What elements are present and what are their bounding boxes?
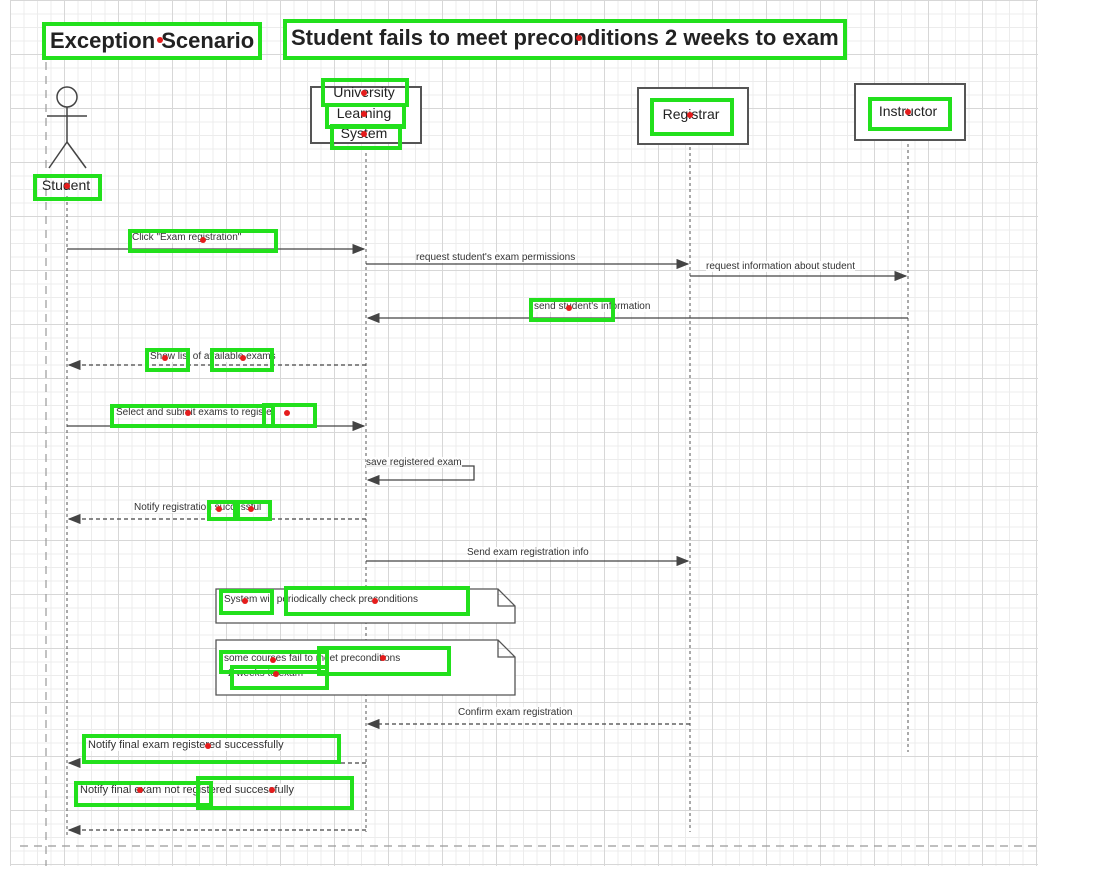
marker-dot-registrar: [687, 112, 693, 118]
marker-dot-msg6a: [185, 410, 191, 416]
highlight-box-uls-3: [330, 124, 402, 150]
marker-dot-msg8b: [248, 506, 254, 512]
highlight-box-student: [33, 174, 102, 201]
highlight-box-msg1: [128, 229, 278, 253]
highlight-box-note2c: [230, 665, 329, 690]
marker-dot-title-1: [157, 37, 163, 43]
highlight-box-msg8b: [236, 500, 272, 521]
title-part-1: Exception Scenario: [42, 22, 263, 60]
marker-dot-msg5b: [240, 355, 246, 361]
highlight-box-msg12a: [74, 781, 213, 807]
highlight-box-msg11: [82, 734, 341, 764]
message-label-1: Click "Exam registration": [132, 232, 242, 243]
highlight-box-msg4: [529, 298, 615, 322]
note-2-text-line1: some courses fail to meet preconditions: [224, 653, 401, 664]
marker-dot-note2a: [270, 657, 276, 663]
message-label-10: Confirm exam registration: [458, 707, 573, 718]
highlight-box-msg6b: [262, 403, 317, 428]
marker-dot-msg1: [200, 237, 206, 243]
highlight-box-instructor: [868, 97, 952, 131]
highlight-box-registrar: [650, 98, 734, 136]
highlight-box-msg5b: [210, 348, 274, 372]
highlight-box-note1b: [284, 586, 470, 616]
message-label-11: Notify final exam registered successfull…: [88, 739, 284, 751]
marker-dot-msg5a: [162, 355, 168, 361]
highlight-box-msg6a: [110, 404, 275, 428]
message-label-3: request information about student: [706, 261, 855, 272]
message-label-9: Send exam registration info: [467, 547, 589, 558]
grid-background: [10, 0, 1038, 866]
message-label-2: request student's exam permissions: [416, 252, 576, 263]
message-label-6: Select and submit exams to register: [116, 407, 275, 418]
marker-dot-uls-3: [361, 131, 367, 137]
title-part-2: Student fails to meet preconditions 2 we…: [283, 19, 847, 60]
marker-dot-msg4: [566, 305, 572, 311]
message-label-4: send student's information: [534, 301, 651, 312]
message-label-8: Notify registration successful: [134, 502, 262, 513]
message-label-12: Notify final exam not registered success…: [80, 784, 294, 796]
highlight-box-msg12b: [196, 776, 354, 810]
highlight-box-msg8a: [207, 500, 237, 521]
msg-arrow-7-self: [366, 465, 475, 486]
highlight-box-note1a: [219, 589, 274, 615]
marker-dot-title-2: [576, 35, 582, 41]
highlight-box-note2b: [317, 646, 451, 676]
marker-dot-msg12a: [137, 787, 143, 793]
highlight-box-msg5a: [145, 348, 190, 372]
marker-dot-instructor: [905, 109, 911, 115]
marker-dot-msg12b: [269, 787, 275, 793]
marker-dot-msg6b: [284, 410, 290, 416]
marker-dot-uls-2: [361, 111, 367, 117]
marker-dot-note2c: [273, 671, 279, 677]
note-1-text: System will periodically check precondit…: [224, 594, 418, 605]
marker-dot-note1b: [372, 598, 378, 604]
marker-dot-note2b: [380, 655, 386, 661]
marker-dot-uls-1: [361, 90, 367, 96]
marker-dot-student: [64, 183, 70, 189]
marker-dot-msg11: [205, 743, 211, 749]
message-label-7: save registered exam: [366, 457, 462, 468]
marker-dot-msg8a: [216, 506, 222, 512]
marker-dot-note1a: [242, 598, 248, 604]
student-actor-figure: [47, 86, 87, 169]
